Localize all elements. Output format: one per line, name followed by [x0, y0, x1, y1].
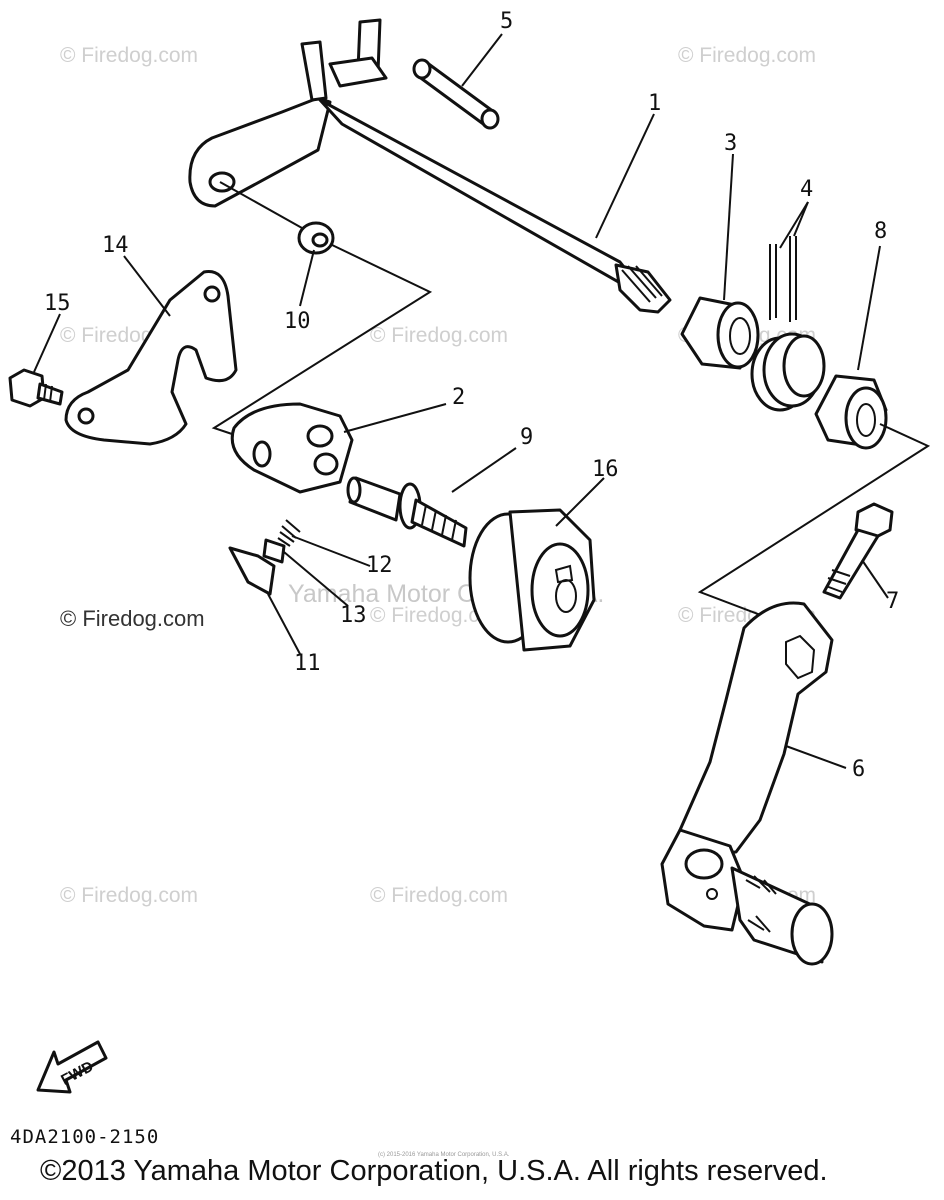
callout-14: 14 — [102, 233, 129, 258]
callout-9: 9 — [520, 425, 533, 450]
callout-10: 10 — [284, 309, 311, 334]
callout-5: 5 — [500, 9, 513, 34]
stud-bolt — [346, 476, 468, 548]
watermark-text: © Firedog.com — [370, 884, 508, 907]
shift-shaft — [188, 18, 672, 314]
leader-lines — [33, 33, 889, 769]
callout-3: 3 — [724, 131, 737, 156]
washer — [297, 221, 335, 255]
watermark-text: © Firedog.com — [370, 324, 508, 347]
detent-pin — [262, 538, 286, 564]
callout-labels: 5 1 3 4 8 14 15 10 2 9 16 12 13 11 7 6 — [44, 9, 899, 782]
bolt — [8, 368, 64, 408]
callout-2: 2 — [452, 385, 465, 410]
fwd-arrow-icon: FWD — [36, 1040, 108, 1094]
cam-segment — [468, 508, 596, 652]
stopper-plate — [64, 270, 238, 446]
callout-11: 11 — [294, 651, 321, 676]
collar — [814, 374, 888, 450]
detent-piece — [228, 546, 276, 596]
copyright-notice: ©2013 Yamaha Motor Corporation, U.S.A. A… — [40, 1155, 828, 1187]
watermark-text: © Firedog.com — [60, 606, 205, 631]
small-notice: (c) 2015-2016 Yamaha Motor Corporation, … — [378, 1152, 510, 1158]
spring — [750, 236, 826, 412]
callout-12: 12 — [366, 553, 393, 578]
callout-15: 15 — [44, 291, 71, 316]
shift-cam — [230, 402, 354, 494]
watermark-text: © Firedog.com — [60, 44, 198, 67]
shift-pedal — [660, 601, 834, 966]
callout-8: 8 — [874, 219, 887, 244]
detent-spring — [277, 519, 301, 547]
watermark-text: © Firedog.com — [678, 44, 816, 67]
callout-16: 16 — [592, 457, 619, 482]
assembly-guide-line — [211, 243, 433, 435]
collar — [680, 296, 760, 370]
callout-6: 6 — [852, 757, 865, 782]
part-code: 4DA2100-2150 — [10, 1126, 160, 1148]
pedal-bolt — [822, 502, 894, 600]
callout-4: 4 — [800, 177, 813, 202]
pin — [412, 58, 500, 130]
watermark-text: © Firedog.com — [60, 884, 198, 907]
callout-7: 7 — [886, 589, 899, 614]
callout-13: 13 — [340, 603, 367, 628]
callout-1: 1 — [648, 91, 661, 116]
